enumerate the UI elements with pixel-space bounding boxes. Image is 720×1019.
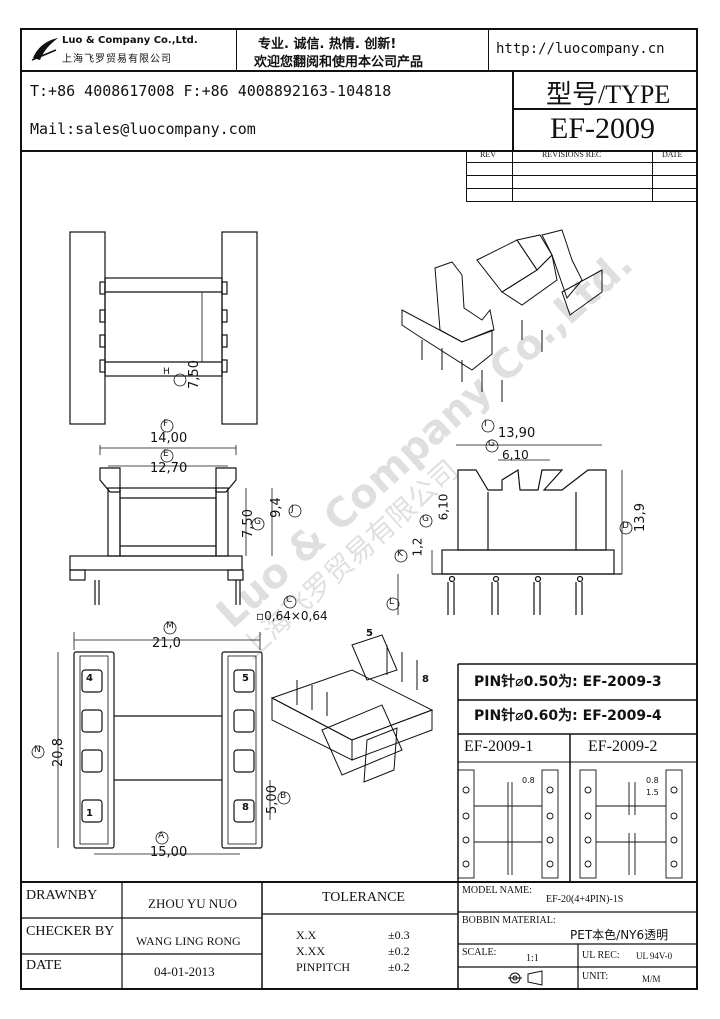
unit-label: UNIT: <box>582 971 609 982</box>
dim-d-label: D <box>622 521 629 531</box>
type-label: 型号/TYPE <box>546 80 671 109</box>
company-name: Luo & Company Co.,Ltd. <box>62 35 198 46</box>
dim-q-label: G <box>422 514 429 524</box>
dim-b-value: 5,00 <box>264 785 280 814</box>
bobbin-value: PET本色/NY6透明 <box>570 928 669 942</box>
iso-pin-5: 5 <box>366 628 373 639</box>
bottom-view <box>57 632 271 855</box>
tol-xxx-val: ±0.2 <box>388 944 410 958</box>
projection-symbol-icon <box>508 970 543 986</box>
model-value: EF-20(4+4PIN)-1S <box>546 894 624 905</box>
checker-value: WANG LING RONG <box>136 934 241 948</box>
variant-1-dim: 0.8 <box>522 776 535 785</box>
checker-label: CHECKER BY <box>26 924 115 939</box>
dim-k-value: 1,2 <box>410 537 425 557</box>
watermark: Luo & Company Co.,Ltd. 上海飞罗贸易有限公司 <box>208 240 642 665</box>
dim-j-value: 9,4 <box>268 497 284 518</box>
dim-k-label: K <box>397 549 403 559</box>
top-view <box>69 231 258 425</box>
ul-value: UL 94V-0 <box>636 951 673 961</box>
date-value: 04-01-2013 <box>154 964 215 979</box>
dim-g2-label: G <box>488 439 495 449</box>
scale-value: 1:1 <box>526 953 539 964</box>
pin-4: 4 <box>86 673 93 684</box>
variant-2-dim-a: 0.8 <box>646 776 659 785</box>
dim-e-value: 12,70 <box>150 461 188 476</box>
tolerance-label: TOLERANCE <box>322 890 405 905</box>
rev-rec-column: REVISIONS REC <box>542 150 602 159</box>
company-logo-icon <box>31 38 58 61</box>
revision-table: REV REVISIONS REC DATE <box>466 150 696 202</box>
model-label: MODEL NAME: <box>462 885 532 896</box>
type-value: EF-2009 <box>550 112 655 145</box>
dim-a-value: 15,00 <box>150 845 188 860</box>
date-label: DATE <box>26 958 62 973</box>
dim-f-label: F <box>163 419 169 429</box>
dim-h-value: 7,50 <box>186 360 202 389</box>
tol-xx-val: ±0.3 <box>388 928 410 942</box>
svg-text:Luo & Company Co.,Ltd.: Luo & Company Co.,Ltd. <box>208 240 642 637</box>
pin-8: 8 <box>242 802 249 813</box>
dim-c-value: ▫0,64×0,64 <box>256 609 328 623</box>
drawnby-value: ZHOU YU NUO <box>148 896 238 911</box>
drawnby-label: DRAWNBY <box>26 888 98 903</box>
company-name-cn: 上海飞罗贸易有限公司 <box>62 54 172 65</box>
tol-xxx-key: X.XX <box>296 944 325 958</box>
dim-g-label: G <box>254 517 261 527</box>
iso-view-top <box>401 229 603 402</box>
pin-note-2: PIN针⌀0.60为: EF-2009-4 <box>474 708 662 724</box>
rev-column: REV <box>480 150 496 159</box>
dim-m-label: M <box>166 621 174 631</box>
dim-i-value: 13,90 <box>498 426 536 441</box>
pin-1: 1 <box>86 808 93 819</box>
dim-l-label: L <box>389 597 395 607</box>
drawing-sheet: Luo & Company Co.,Ltd. 上海飞罗贸易有限公司 专业. 诚信… <box>20 28 698 990</box>
scale-label: SCALE: <box>462 947 497 958</box>
side-view <box>397 444 623 615</box>
pin-note-1: PIN针⌀0.50为: EF-2009-3 <box>474 674 662 690</box>
ul-label: UL REC: <box>582 950 620 961</box>
dim-f-value: 14,00 <box>150 431 188 446</box>
front-view <box>69 445 273 605</box>
email-address[interactable]: Mail:sales@luocompany.com <box>30 120 256 138</box>
dim-j-label: J <box>291 504 294 514</box>
dim-q-value: 6,10 <box>436 493 451 521</box>
dim-m-value: 21,0 <box>152 636 181 651</box>
slogan-line2: 欢迎您翻阅和使用本公司产品 <box>254 55 424 70</box>
dim-e-label: E <box>163 449 169 459</box>
variant-2-title: EF-2009-2 <box>588 738 658 755</box>
phone-fax: T:+86 4008617008 F:+86 4008892163-104818 <box>30 82 392 100</box>
dim-d-value: 13,9 <box>632 503 648 532</box>
tol-pinpitch-val: ±0.2 <box>388 960 410 974</box>
variant-2-dim-b: 1.5 <box>646 788 659 797</box>
pin-5: 5 <box>242 673 249 684</box>
tol-xx-key: X.X <box>296 928 317 942</box>
slogan-line1: 专业. 诚信. 热情. 创新! <box>258 37 397 52</box>
dim-i-label: I <box>484 419 487 429</box>
dim-n-value: 20,8 <box>50 738 66 767</box>
iso-pin-8: 8 <box>422 674 429 685</box>
dim-n-label: N <box>34 745 41 755</box>
dim-a-label: A <box>158 831 165 841</box>
variant-2-drawing <box>579 769 683 879</box>
website-link[interactable]: http://luocompany.cn <box>496 41 665 57</box>
variant-1-drawing <box>457 769 559 879</box>
rev-date-column: DATE <box>662 150 683 159</box>
tol-pinpitch-key: PINPITCH <box>296 960 351 974</box>
bobbin-label: BOBBIN MATERIAL: <box>462 915 556 926</box>
variant-1-title: EF-2009-1 <box>464 738 534 755</box>
dim-h-label: H <box>163 367 170 377</box>
unit-value: M/M <box>642 974 661 984</box>
dim-g2-value: 6,10 <box>502 448 529 462</box>
dim-b-label: B <box>280 791 287 801</box>
iso-view-bottom <box>270 634 434 783</box>
dim-c-label: C <box>286 595 293 605</box>
technical-drawing: Luo & Company Co.,Ltd. 上海飞罗贸易有限公司 <box>22 229 696 990</box>
